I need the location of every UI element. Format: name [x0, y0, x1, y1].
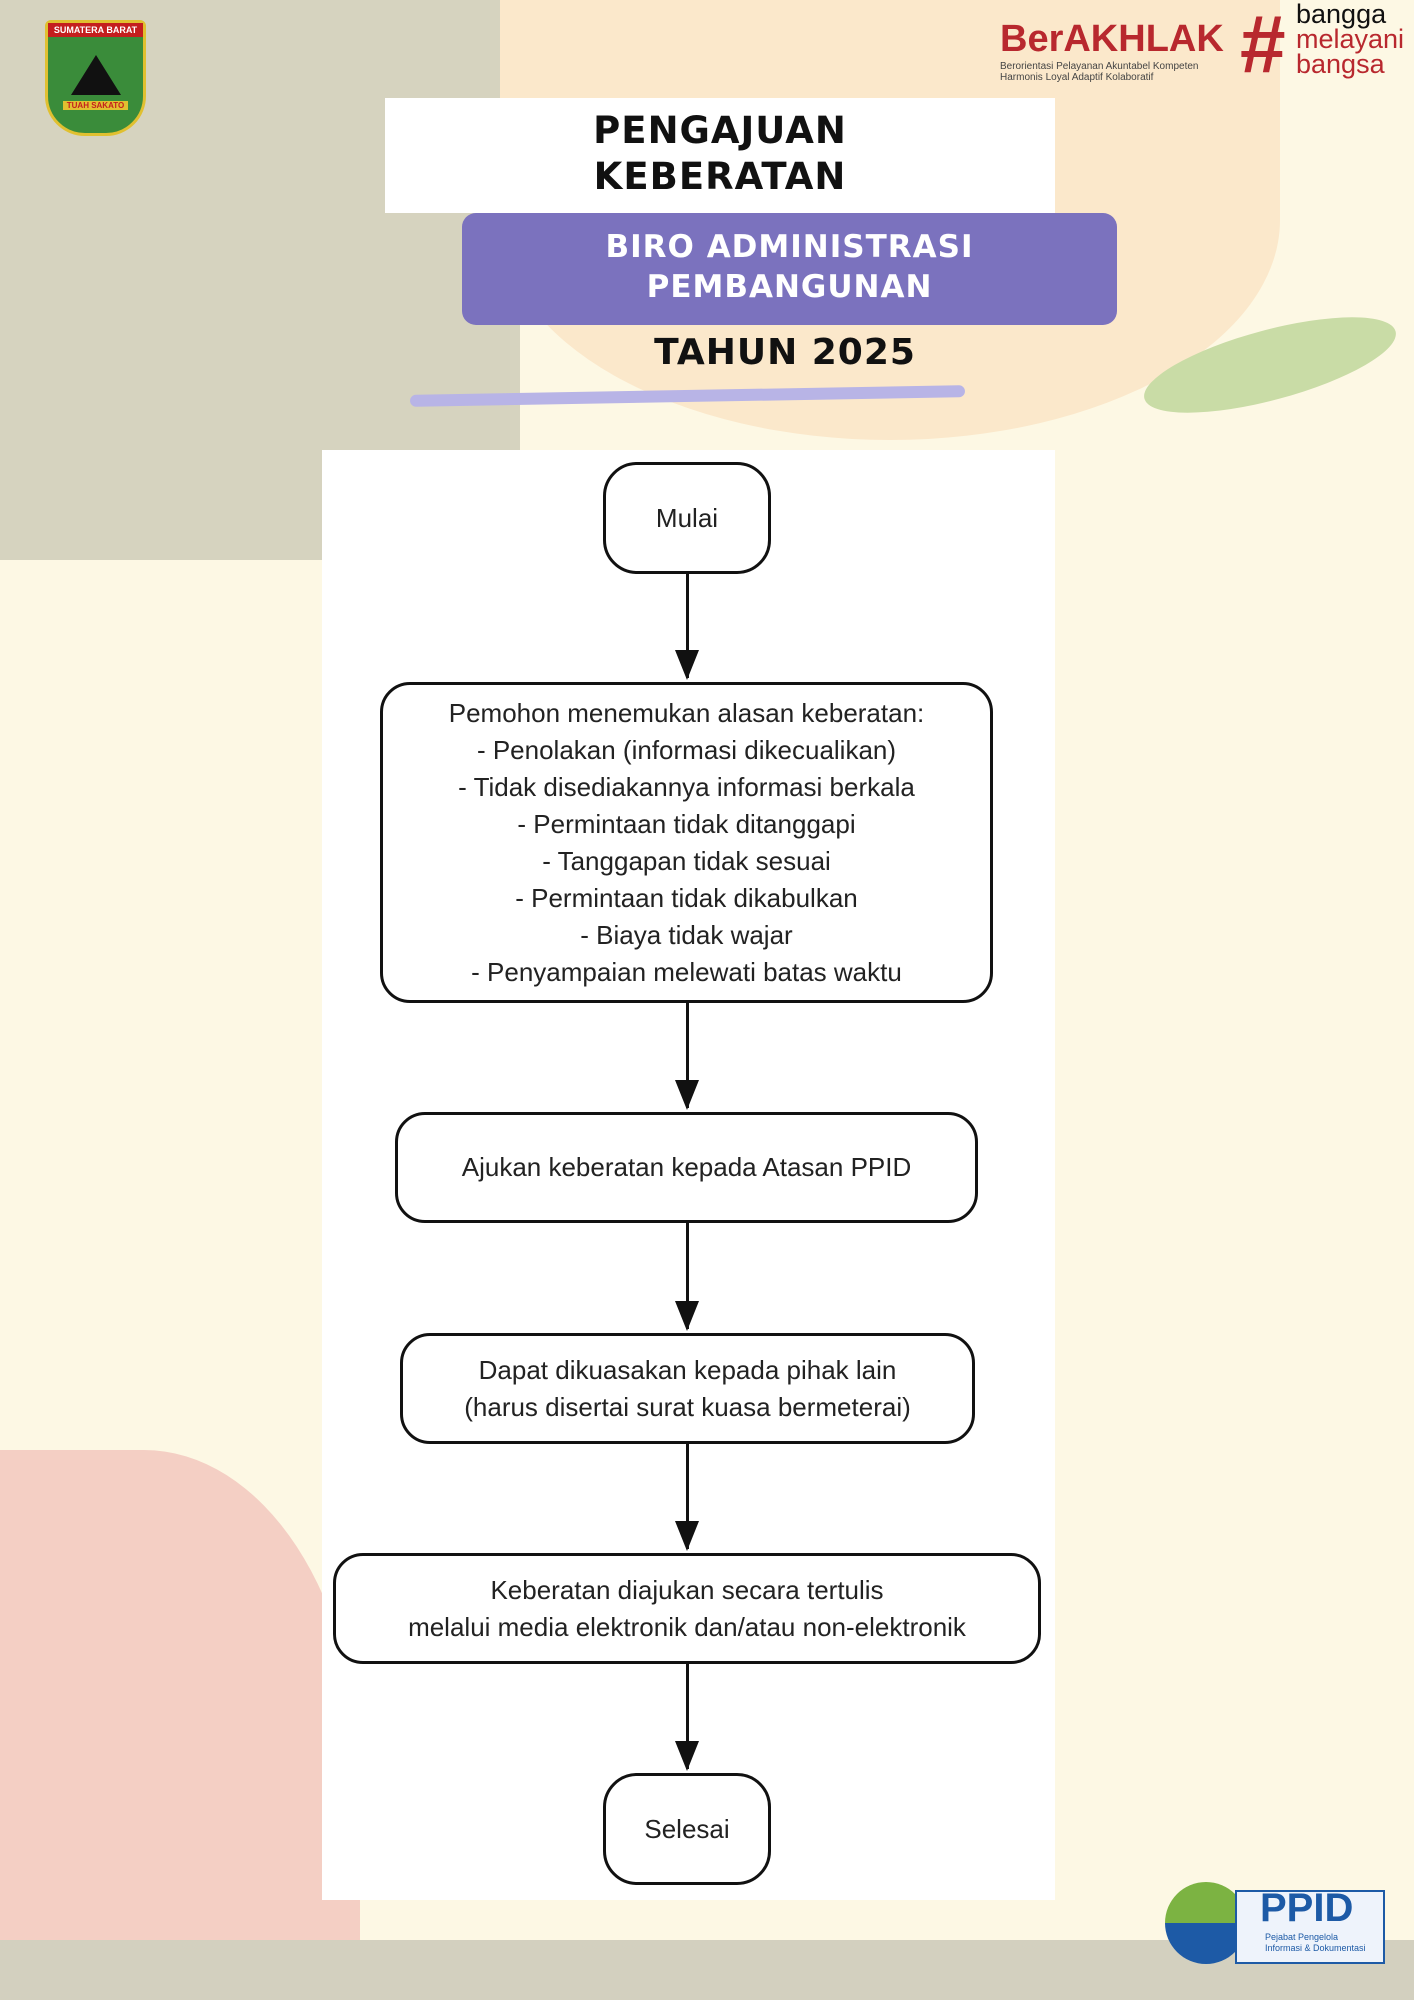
subtitle-line2: PEMBANGUNAN	[646, 269, 933, 305]
ppid-desc1: Pejabat Pengelola	[1265, 1932, 1339, 1942]
flow-arrow	[675, 574, 699, 680]
ppid-name: PPID	[1260, 1886, 1354, 1930]
reason-item: - Tanggapan tidak sesuai	[542, 845, 831, 876]
proxy-line: (harus disertai surat kuasa bermeterai)	[464, 1391, 911, 1422]
year-label: TAHUN 2025	[654, 332, 916, 373]
berakhlak-logo: BerAKHLAK Berorientasi Pelayanan Akuntab…	[1000, 18, 1224, 83]
flow-step-proxy: Dapat dikuasakan kepada pihak lain (haru…	[400, 1333, 975, 1444]
flow-end: Selesai	[603, 1773, 771, 1885]
slogan-word: bangsa	[1296, 49, 1385, 79]
flow-arrow	[675, 1444, 699, 1551]
ppid-logo: PPID Pejabat Pengelola Informasi & Dokum…	[1165, 1880, 1385, 1965]
flow-arrow	[675, 1003, 699, 1110]
title-line2: KEBERATAN	[593, 155, 847, 198]
province-logo-top: SUMATERA BARAT	[48, 23, 143, 37]
flow-step-submit: Ajukan keberatan kepada Atasan PPID	[395, 1112, 978, 1223]
title-line1: PENGAJUAN	[593, 109, 847, 152]
slogan-word: bangga	[1296, 0, 1387, 29]
flow-start: Mulai	[603, 462, 771, 574]
bangga-slogan: bangga melayani bangsa	[1296, 0, 1405, 79]
berakhlak-name: BerAKHLAK	[1000, 18, 1224, 60]
reason-item: - Penolakan (informasi dikecualikan)	[476, 734, 897, 765]
reason-item: - Permintaan tidak dikabulkan	[515, 882, 858, 913]
flow-arrow	[675, 1223, 699, 1331]
subtitle-line1: BIRO ADMINISTRASI	[605, 229, 974, 265]
hashtag-icon: #	[1240, 0, 1286, 90]
reason-item: - Biaya tidak wajar	[580, 919, 793, 950]
berakhlak-tagline1: Berorientasi Pelayanan Akuntabel Kompete…	[1000, 61, 1199, 72]
province-logo-bottom: TUAH SAKATO	[63, 101, 128, 110]
proxy-line: Dapat dikuasakan kepada pihak lain	[478, 1354, 897, 1385]
slogan-word: melayani	[1296, 24, 1405, 54]
ppid-globe-icon	[1165, 1882, 1247, 1964]
written-line: melalui media elektronik dan/atau non-el…	[408, 1611, 966, 1642]
bg-bottom-left	[0, 1450, 360, 2000]
flow-step-reasons: Pemohon menemukan alasan keberatan: - Pe…	[380, 682, 993, 1003]
subtitle-banner: BIRO ADMINISTRASI PEMBANGUNAN	[462, 213, 1117, 325]
title-banner: PENGAJUAN KEBERATAN	[385, 98, 1055, 213]
written-line: Keberatan diajukan secara tertulis	[490, 1574, 884, 1605]
ppid-desc2: Informasi & Dokumentasi	[1265, 1943, 1366, 1953]
reason-heading: Pemohon menemukan alasan keberatan:	[448, 697, 925, 728]
flow-arrow	[675, 1664, 699, 1771]
berakhlak-tagline2: Harmonis Loyal Adaptif Kolaboratif	[1000, 72, 1154, 83]
flow-step-written: Keberatan diajukan secara tertulis melal…	[333, 1553, 1041, 1664]
reason-item: - Permintaan tidak ditanggapi	[517, 808, 856, 839]
province-logo: SUMATERA BARAT TUAH SAKATO	[45, 20, 146, 136]
reason-item: - Tidak disediakannya informasi berkala	[458, 771, 915, 802]
reason-item: - Penyampaian melewati batas waktu	[471, 956, 902, 987]
